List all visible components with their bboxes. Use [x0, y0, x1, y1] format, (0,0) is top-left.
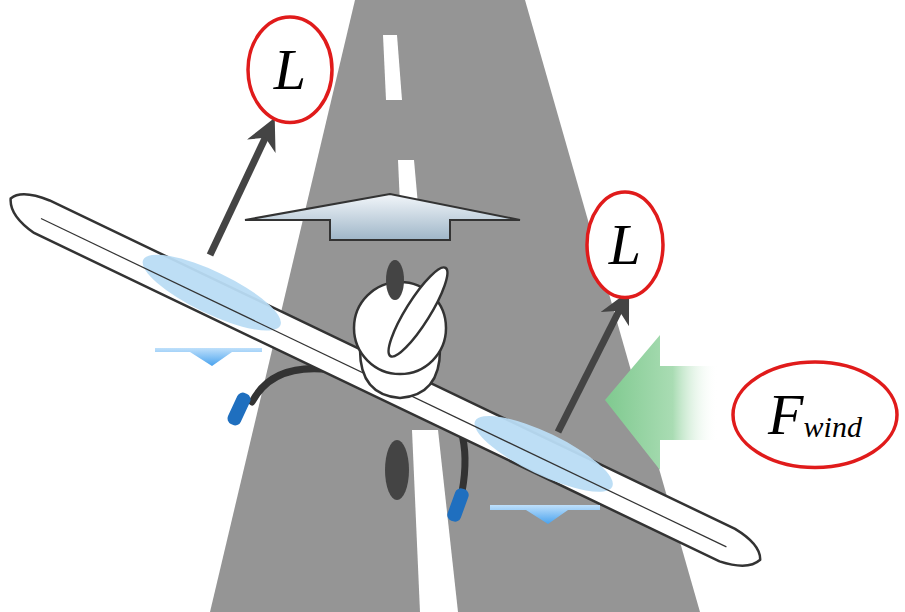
downwash-arrow: [155, 348, 262, 366]
propeller-blade: [386, 260, 404, 300]
symbol-text: F: [768, 386, 803, 444]
wind-arrow: [605, 335, 718, 470]
circled-symbol: Fwind: [731, 360, 899, 470]
propeller-blade: [385, 440, 409, 500]
lift-arrow: [558, 305, 622, 432]
runway-dash: [412, 430, 458, 612]
symbol-text: L: [609, 216, 641, 274]
motion-arrow: [245, 194, 520, 240]
runway-dash: [383, 35, 402, 100]
lift-arrow: [210, 132, 268, 255]
wheel: [446, 487, 471, 524]
wing: [2, 178, 771, 577]
symbol-text: L: [274, 41, 306, 99]
subscript-text: wind: [804, 412, 862, 442]
runway: [210, 0, 700, 612]
wheel: [225, 391, 252, 428]
circled-symbol: L: [585, 190, 665, 300]
circled-symbol: L: [246, 15, 334, 125]
downwash-arrow: [490, 505, 600, 524]
